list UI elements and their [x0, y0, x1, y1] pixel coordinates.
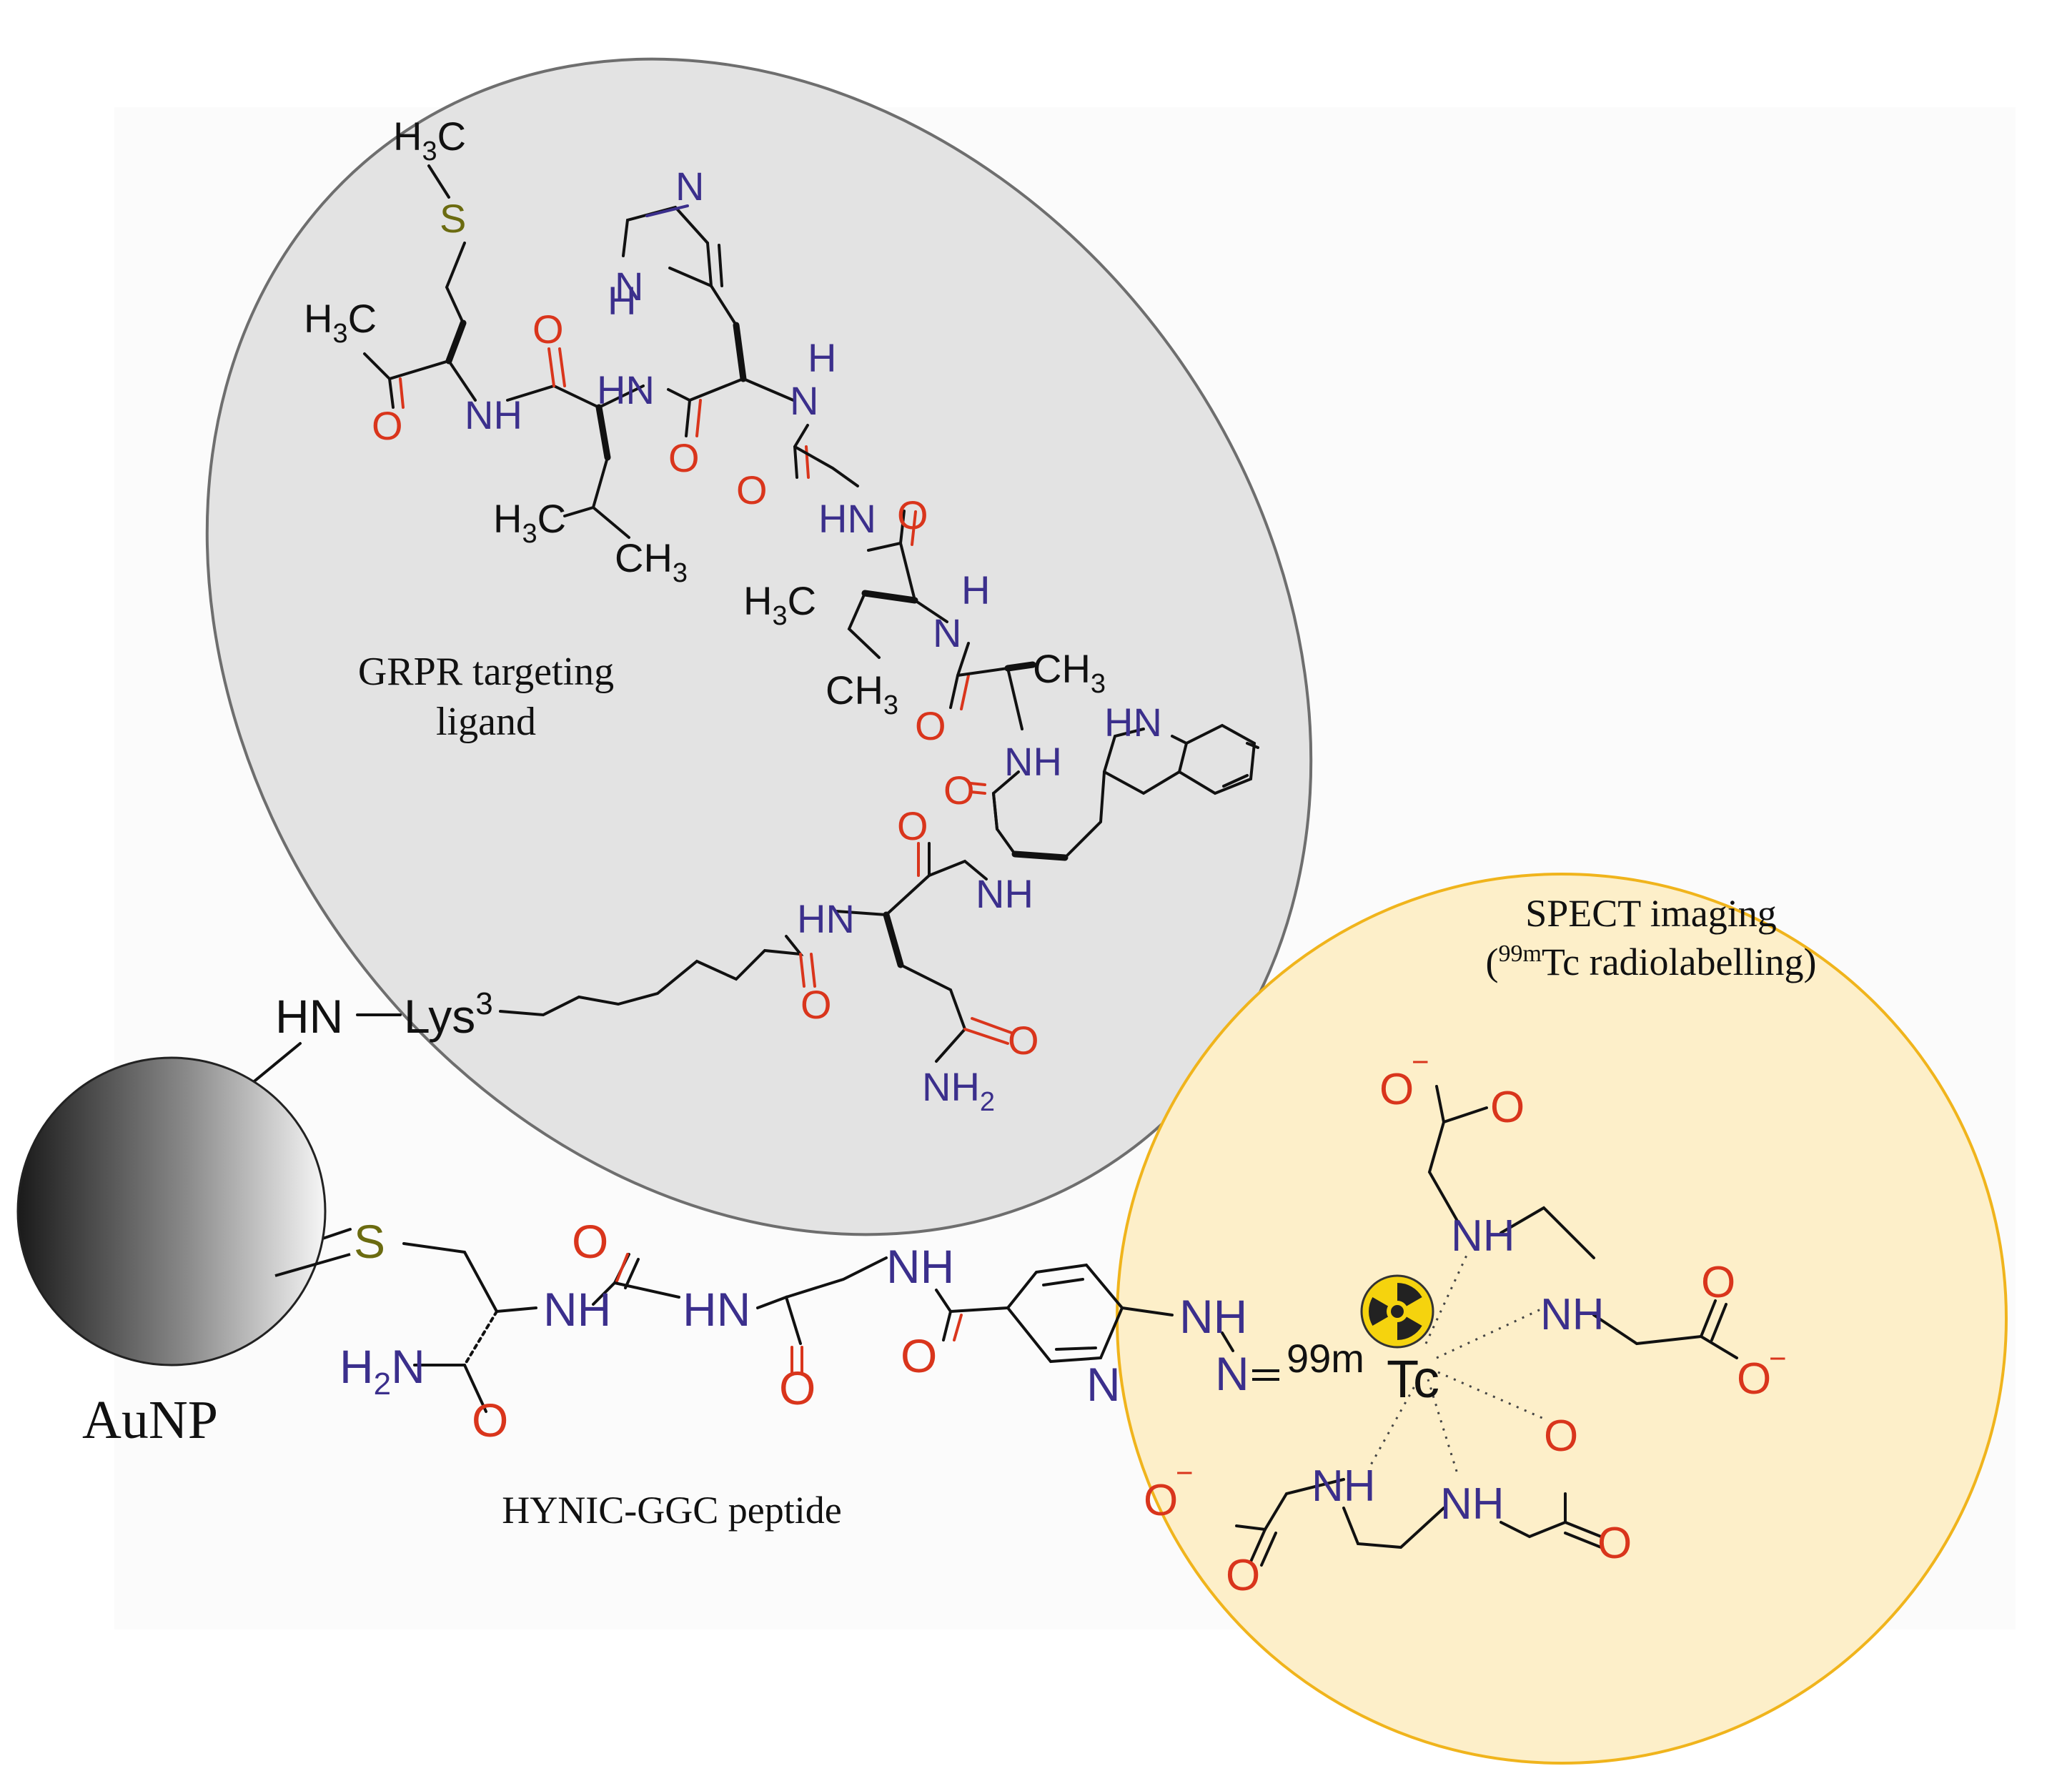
spect-caption-line1: SPECT imaging [1525, 892, 1777, 935]
sulfur-label: S [440, 196, 466, 241]
hn-link-label: HN [275, 990, 343, 1043]
hn-label: HN [818, 496, 876, 541]
amine-label: H2N [339, 1340, 425, 1402]
coordinated-oxygen-label: O [1544, 1412, 1578, 1461]
h-label: H [808, 335, 836, 380]
oxygen-label: O [1701, 1258, 1735, 1307]
methyl-label: CH3 [826, 668, 898, 720]
technetium-label: Tc [1387, 1349, 1439, 1409]
lysine-linkage: HN Lys3 [275, 986, 493, 1043]
radiation-icon [1360, 1274, 1434, 1349]
imidazole-n-label: N [675, 164, 704, 209]
nh-label: NH [1179, 1290, 1247, 1343]
gold-nanoparticle [16, 1056, 327, 1366]
nh-label: NH [1440, 1479, 1505, 1529]
negative-charge: − [1412, 1045, 1429, 1078]
amide-nh2-label: NH2 [922, 1064, 995, 1117]
oxygen-label: O [1226, 1551, 1260, 1600]
h-label: H [961, 567, 990, 612]
carboxylate-oxygen-label: O [1144, 1476, 1178, 1525]
grpr-caption: GRPR targeting ligand [307, 647, 665, 747]
carboxylate-oxygen-label: O [1737, 1354, 1771, 1404]
nh-label: NH [1451, 1211, 1515, 1261]
spect-caption-line2: (99mTc radiolabelling) [1485, 940, 1817, 983]
nh-label: NH [543, 1283, 611, 1336]
nh-label: NH [1312, 1462, 1376, 1511]
methyl-label: H3C [493, 496, 566, 549]
spect-caption: SPECT imaging (99mTc radiolabelling) [1401, 890, 1901, 986]
thiol-sulfur-label: S [354, 1215, 385, 1268]
hn-label: HN [597, 367, 655, 412]
oxygen-label: O [897, 803, 928, 848]
oxygen-label: O [800, 982, 832, 1027]
hn-label: HN [1104, 700, 1162, 745]
coordination-bonds [1367, 1250, 1545, 1477]
pyridine-n-label: N [1086, 1358, 1121, 1411]
hynic-caption: HYNIC-GGC peptide [502, 1489, 842, 1532]
negative-charge: − [1769, 1341, 1787, 1375]
hn-label: HN [797, 896, 855, 941]
grpr-atom-labels: H3C S H3C O NH O H3C CH3 HN O N N H N H … [304, 114, 1162, 1117]
nh-label: NH [465, 392, 522, 437]
tc-mass-number: 99m [1287, 1336, 1364, 1381]
carboxylate-oxygen-label: O [1379, 1065, 1414, 1114]
grpr-ligand-region [205, 57, 1313, 1236]
oxygen-label: O [1490, 1083, 1525, 1132]
methyl-label: H3C [393, 114, 466, 167]
bond-network [238, 164, 1259, 1095]
n-label: N [1215, 1347, 1249, 1400]
nh-label: NH [1004, 739, 1062, 784]
oxygen-label: O [1008, 1018, 1039, 1063]
nh-label: NH [976, 871, 1033, 916]
tc-complex-labels: 99m Tc O − O NH NH O O − O O − O NH NH O [1144, 1045, 1787, 1600]
oxygen-label: O [532, 307, 564, 352]
hynic-atom-labels: S H2N O NH O HN O NH O N NH N [339, 1215, 1249, 1447]
methyl-label: H3C [743, 578, 816, 631]
oxygen-label: O [668, 435, 700, 480]
nh-label: NH [1540, 1290, 1605, 1339]
methyl-label: CH3 [1033, 646, 1106, 699]
oxygen-label: O [915, 703, 946, 748]
n-label: N [790, 378, 818, 423]
grpr-caption-line2: ligand [436, 700, 536, 744]
oxygen-label: O [472, 1394, 508, 1447]
oxygen-label: O [372, 403, 403, 448]
oxygen-label: O [1597, 1519, 1632, 1568]
methyl-label: H3C [304, 296, 377, 349]
hynic-bond-network [281, 1228, 1234, 1413]
imidazole-nh-label: N [615, 264, 643, 309]
oxygen-label: O [736, 467, 768, 512]
oxygen-label: O [943, 768, 975, 813]
nh-label: NH [886, 1240, 954, 1293]
aunp-caption: AuNP [81, 1390, 219, 1450]
isotope-superscript: 99m [1498, 940, 1542, 967]
oxygen-label: O [779, 1361, 816, 1414]
lysine-label: Lys3 [404, 986, 493, 1043]
oxygen-label: O [897, 492, 928, 537]
negative-charge: − [1176, 1456, 1194, 1489]
n-label: N [933, 610, 961, 655]
hn-label: HN [683, 1283, 750, 1336]
oxygen-label: O [901, 1329, 937, 1382]
methyl-label: CH3 [615, 535, 688, 588]
tc-complex-bonds [1235, 1085, 1738, 1567]
grpr-caption-line1: GRPR targeting [357, 650, 615, 694]
imidazole-h-label: H [608, 278, 636, 323]
oxygen-label: O [572, 1215, 608, 1268]
